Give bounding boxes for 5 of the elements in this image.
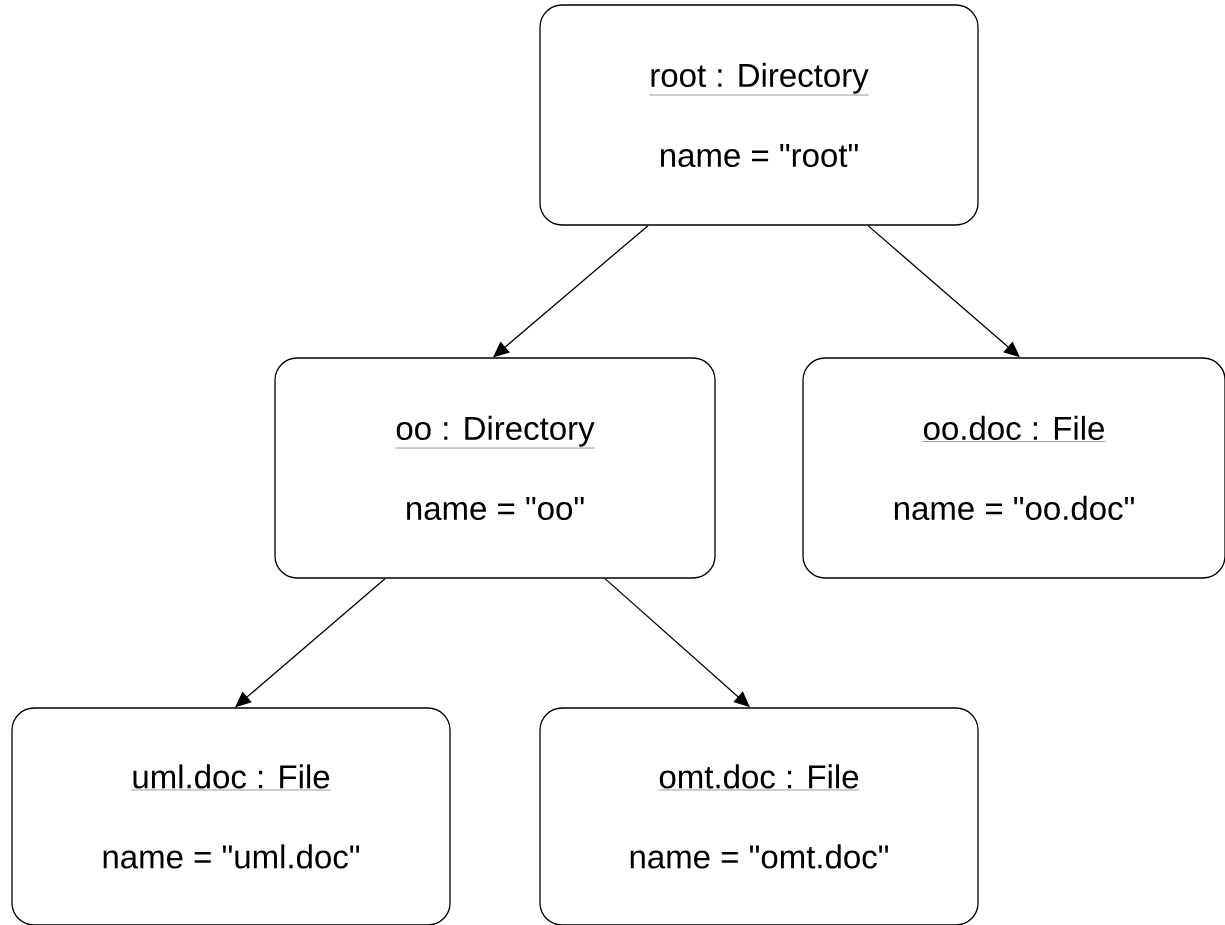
object-box: oo.doc : File name = "oo.doc" <box>802 357 1225 579</box>
object-box: root : Directory name = "root" <box>539 4 979 226</box>
object-box: uml.doc : File name = "uml.doc" <box>11 707 451 925</box>
object-box: oo : Directory name = "oo" <box>274 357 716 579</box>
object-box: omt.doc : File name = "omt.doc" <box>539 707 979 925</box>
